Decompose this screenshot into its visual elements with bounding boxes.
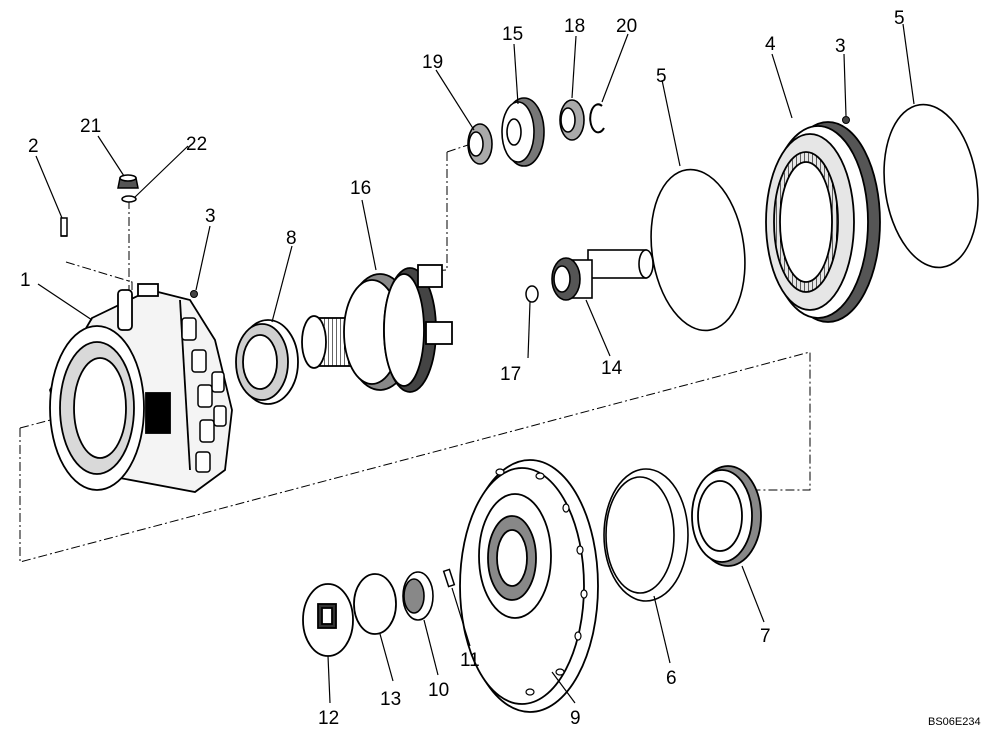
callout-2: 2 (28, 136, 39, 157)
part-7-bearing-cup (691, 465, 762, 567)
part-15-planet-gear (501, 97, 545, 167)
part-8-bearing (235, 319, 299, 405)
callout-16: 16 (350, 178, 371, 199)
guide-line-19 (446, 144, 469, 153)
part-22-washer (121, 195, 137, 203)
callout-17: 17 (500, 364, 521, 385)
callout-4: 4 (765, 34, 776, 55)
part-13-o-ring (353, 573, 397, 635)
part-11-pin (442, 568, 456, 588)
part-5-o-ring-middle (650, 168, 746, 332)
callout-15: 15 (502, 24, 523, 45)
callout-11: 11 (460, 650, 480, 671)
callout-6: 6 (666, 668, 677, 689)
part-14-sun-gear-shaft (551, 249, 654, 301)
part-1-housing (49, 283, 233, 493)
callout-14: 14 (601, 358, 623, 379)
part-2-pin (60, 217, 68, 237)
part-10-retainer (402, 571, 434, 621)
leader-lines (35, 23, 915, 704)
callout-5-right: 5 (894, 8, 905, 29)
part-5-o-ring-right (883, 103, 979, 269)
callout-13: 13 (380, 689, 401, 710)
callout-1: 1 (20, 270, 31, 291)
callout-labels: 2 21 22 3 1 8 16 19 15 18 20 5 4 3 5 17 … (20, 8, 981, 729)
part-4-ring-gear (765, 121, 881, 323)
part-20-snap-ring (589, 103, 605, 134)
part-6-seal (603, 468, 689, 602)
callout-3-left: 3 (205, 206, 216, 227)
callout-3-right: 3 (835, 36, 846, 57)
part-16-planet-carrier (301, 264, 453, 393)
part-19-bearing (467, 123, 493, 165)
callout-5-middle: 5 (656, 66, 667, 87)
callout-22: 22 (186, 134, 207, 155)
part-12-cover (302, 583, 354, 657)
part-17-plug (525, 285, 539, 303)
guide-line-housing (19, 417, 59, 429)
guide-line-housing-hub (19, 351, 811, 563)
part-21-plug (117, 174, 139, 189)
part-9-wheel-hub (459, 459, 599, 713)
callout-19: 19 (422, 52, 443, 73)
guide-line-19-16 (411, 152, 448, 273)
callout-8: 8 (286, 228, 297, 249)
part-3-ball-right (842, 116, 850, 124)
callout-12: 12 (318, 708, 339, 729)
callout-9: 9 (570, 708, 581, 729)
callout-21: 21 (80, 116, 101, 137)
part-18-bearing (559, 99, 585, 141)
callout-18: 18 (564, 16, 585, 37)
reference-code: BS06E234 (928, 716, 981, 728)
callout-10: 10 (428, 680, 449, 701)
part-3-ball-left (190, 290, 198, 298)
callout-7: 7 (760, 626, 771, 647)
callout-20: 20 (616, 16, 637, 37)
